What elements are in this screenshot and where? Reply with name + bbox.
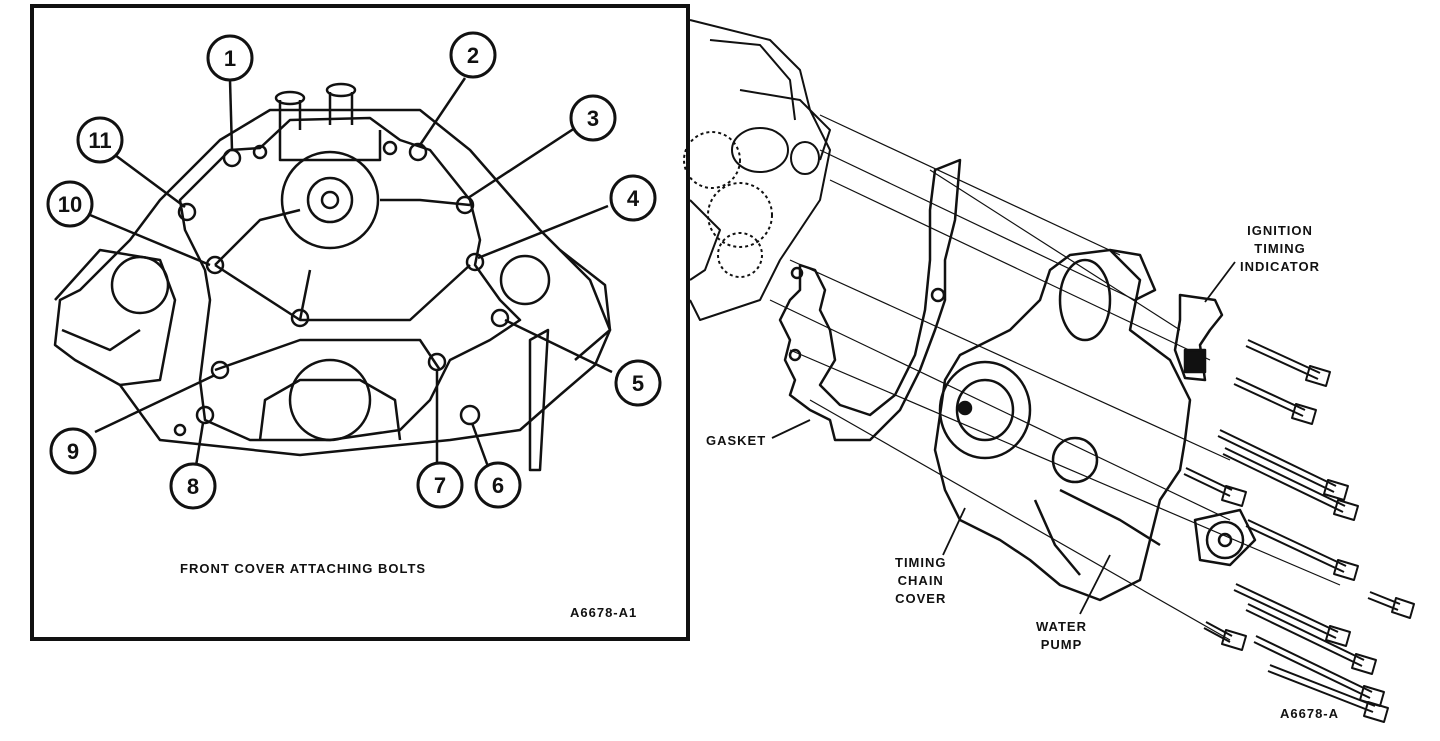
svg-text:2: 2 <box>467 43 479 68</box>
svg-text:11: 11 <box>88 128 111 153</box>
bolt <box>1245 339 1331 387</box>
svg-text:3: 3 <box>587 106 599 131</box>
bolt <box>1222 447 1359 521</box>
svg-text:5: 5 <box>632 371 644 396</box>
svg-text:8: 8 <box>187 474 199 499</box>
bolts <box>1183 339 1415 723</box>
water-pump-label: WATER PUMP <box>1036 619 1087 652</box>
alignment-lines <box>769 114 1341 641</box>
inset-caption: FRONT COVER ATTACHING BOLTS <box>180 561 427 576</box>
bolt <box>1233 583 1351 647</box>
ignition-timing-indicator-part <box>1173 293 1224 382</box>
bolt <box>1245 603 1377 675</box>
callout-11: 11 <box>76 116 124 164</box>
callout-3: 3 <box>569 94 617 142</box>
callout-4: 4 <box>609 174 657 222</box>
bolt <box>1183 467 1247 507</box>
callout-1: 1 <box>206 34 254 82</box>
callout-5: 5 <box>614 359 662 407</box>
callout-leaders <box>89 77 613 473</box>
svg-text:7: 7 <box>434 473 446 498</box>
ignition-timing-indicator-label: IGNITION TIMING INDICATOR <box>1240 223 1321 274</box>
svg-text:4: 4 <box>627 186 640 211</box>
exploded-view <box>683 19 1415 723</box>
svg-text:10: 10 <box>58 192 82 217</box>
svg-text:9: 9 <box>67 439 79 464</box>
timing-chain-cover <box>933 248 1192 602</box>
main-figure-code: A6678-A <box>1280 706 1340 721</box>
callout-9: 9 <box>49 427 97 475</box>
svg-text:1: 1 <box>224 46 236 71</box>
callout-8: 8 <box>169 462 217 510</box>
label-leaders <box>771 261 1236 615</box>
bolt <box>1367 591 1415 619</box>
bolt <box>1203 621 1247 651</box>
callouts: 1 2 3 4 5 6 7 8 9 10 11 <box>46 31 662 510</box>
timing-chain-cover-label: TIMING CHAIN COVER <box>895 555 947 606</box>
engine-block <box>683 19 831 321</box>
bolt <box>1267 664 1389 723</box>
bolt-bosses <box>173 140 510 437</box>
bolt <box>1245 519 1359 581</box>
gasket-part <box>778 158 962 442</box>
inset-figure-code: A6678-A1 <box>570 605 638 620</box>
bolt <box>1217 429 1349 501</box>
inset-panel: 1 2 3 4 5 6 7 8 9 10 11 <box>30 4 690 641</box>
callout-10: 10 <box>46 180 94 228</box>
front-cover-drawing <box>53 82 612 472</box>
svg-text:6: 6 <box>492 473 504 498</box>
gasket-label: GASKET <box>706 433 767 448</box>
water-pump-part <box>938 360 1257 567</box>
callout-7: 7 <box>416 461 464 509</box>
callout-2: 2 <box>449 31 497 79</box>
callout-6: 6 <box>474 461 522 509</box>
bolt <box>1233 377 1317 425</box>
